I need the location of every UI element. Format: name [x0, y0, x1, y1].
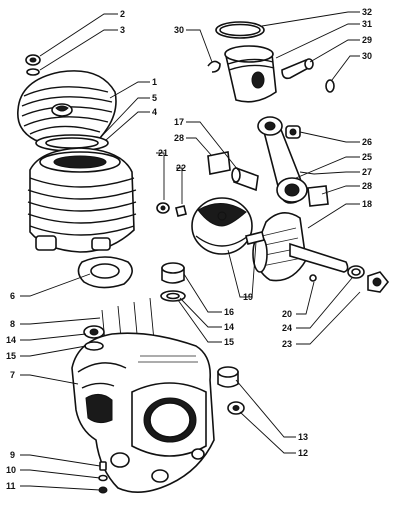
callout-8: 8	[10, 319, 15, 329]
bearing-washer	[160, 290, 186, 302]
callout-15-left: 15	[6, 351, 16, 361]
callout-14-right: 14	[224, 322, 234, 332]
callout-13: 13	[298, 432, 308, 442]
connecting-rod	[257, 116, 308, 204]
callout-10: 10	[6, 465, 16, 475]
circlip-left	[207, 60, 221, 73]
crank-nut	[367, 271, 390, 293]
crankcase	[71, 332, 215, 493]
thrust-washer-right	[307, 185, 329, 207]
crankcase-bearing	[161, 262, 185, 284]
callout-31: 31	[362, 19, 372, 29]
seal-washer	[84, 341, 104, 351]
washer-21	[156, 202, 170, 214]
callout-19: 19	[243, 292, 253, 302]
thrust-washer-left	[207, 151, 231, 175]
callout-32: 32	[362, 7, 372, 17]
drain-washer	[98, 474, 108, 482]
crankshaft	[252, 212, 349, 282]
circlip-right	[325, 79, 335, 93]
callout-7: 7	[10, 370, 15, 380]
head-nut	[25, 54, 41, 66]
callout-4: 4	[152, 107, 157, 117]
callout-21: 21	[158, 148, 168, 158]
plug-13	[217, 366, 239, 388]
head-washer	[26, 68, 40, 76]
callout-28-right: 28	[362, 181, 372, 191]
callout-16: 16	[224, 307, 234, 317]
cylinder-head	[17, 70, 117, 147]
piston-ring	[215, 21, 265, 39]
key-20	[309, 274, 317, 282]
callout-28-left: 28	[174, 133, 184, 143]
callout-14-left: 14	[6, 335, 16, 345]
callout-5: 5	[152, 93, 157, 103]
oil-seal	[83, 325, 105, 339]
cylinder-barrel	[27, 147, 137, 253]
callout-labels: 2 3 1 5 4 6 8 14 15 7 9 10 11 13 12 16 1…	[6, 7, 372, 491]
callout-17: 17	[174, 117, 184, 127]
small-end-bush	[285, 125, 301, 139]
base-gasket	[77, 256, 133, 289]
drain-bolt	[99, 461, 107, 471]
callout-30-left: 30	[174, 25, 184, 35]
leader-lines	[20, 11, 361, 491]
crank-bolt	[245, 231, 265, 245]
callout-9: 9	[10, 450, 15, 460]
callout-18: 18	[362, 199, 372, 209]
callout-27: 27	[362, 167, 372, 177]
crank-web	[191, 197, 253, 255]
callout-29: 29	[362, 35, 372, 45]
callout-23: 23	[282, 339, 292, 349]
callout-6: 6	[10, 291, 15, 301]
callout-2: 2	[120, 9, 125, 19]
callout-15-right: 15	[224, 337, 234, 347]
callout-24: 24	[282, 323, 292, 333]
head-gasket	[35, 134, 109, 152]
callout-3: 3	[120, 25, 125, 35]
callout-26: 26	[362, 137, 372, 147]
drain-nut	[98, 486, 108, 494]
callout-22: 22	[176, 163, 186, 173]
woodruff-key	[175, 205, 187, 217]
piston-pin	[281, 58, 314, 80]
callout-25: 25	[362, 152, 372, 162]
callout-20: 20	[282, 309, 292, 319]
callout-12: 12	[298, 448, 308, 458]
big-end-bearing	[231, 166, 259, 192]
crank-washer	[347, 265, 365, 279]
callout-1: 1	[152, 77, 157, 87]
callout-11: 11	[6, 481, 16, 491]
piston	[224, 45, 277, 103]
plug-12	[227, 401, 245, 415]
callout-30-right: 30	[362, 51, 372, 61]
